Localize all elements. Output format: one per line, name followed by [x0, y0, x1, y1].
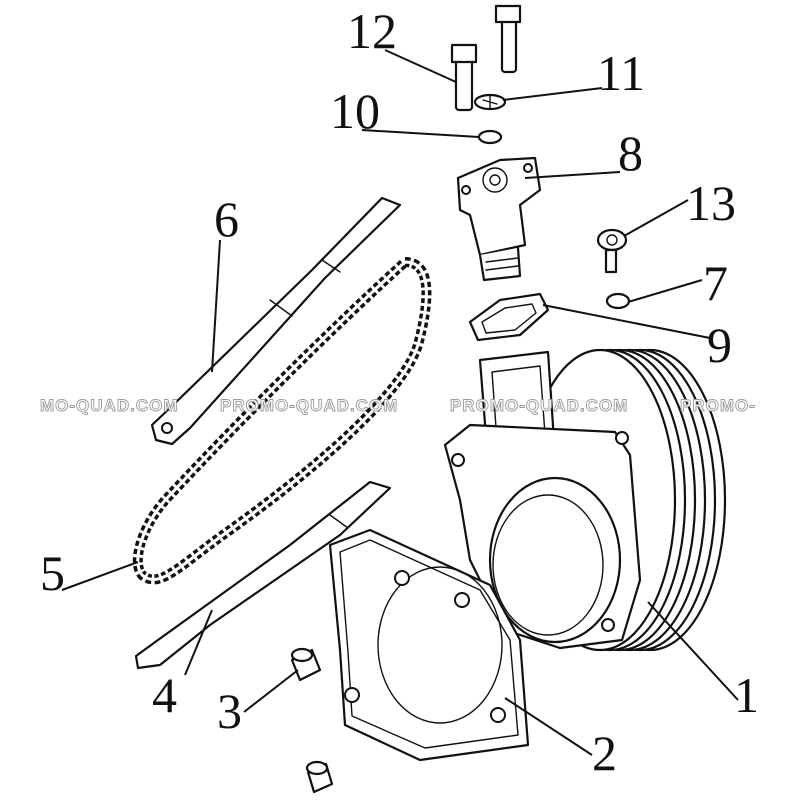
part-chain-tensioner	[456, 156, 542, 282]
part-plug-bolt	[596, 228, 628, 274]
callout-4: 4	[152, 667, 177, 723]
part-dowel-pins	[290, 647, 334, 794]
callout-5: 5	[40, 545, 65, 601]
callout-3: 3	[217, 683, 242, 739]
part-timing-chain	[132, 257, 432, 585]
leader-2	[504, 697, 593, 756]
part-bolts	[450, 4, 522, 112]
callout-9: 9	[707, 317, 732, 373]
callout-8: 8	[618, 125, 643, 181]
leader-5	[61, 561, 139, 591]
watermark-2: PROMO-QUAD.COM	[220, 396, 398, 415]
watermark-1: MO-QUAD.COM	[40, 396, 178, 415]
callout-12: 12	[347, 3, 397, 59]
leader-7	[627, 279, 703, 303]
part-washer	[605, 292, 631, 310]
callout-6: 6	[214, 191, 239, 247]
callout-1: 1	[734, 667, 759, 723]
leader-1	[647, 601, 739, 701]
leader-6	[211, 239, 221, 373]
callout-10: 10	[330, 83, 380, 139]
part-o-ring	[477, 129, 503, 145]
leader-lines	[61, 49, 739, 756]
part-cylinder-gasket	[328, 528, 530, 762]
part-tensioner-screw	[473, 93, 507, 111]
leader-9	[542, 304, 711, 339]
leader-8	[524, 171, 621, 179]
leader-11	[502, 87, 603, 101]
callout-2: 2	[592, 725, 617, 781]
watermark-4: PROMO-	[680, 396, 756, 415]
leader-10	[361, 129, 480, 138]
leader-4	[184, 609, 213, 676]
leader-3	[243, 669, 299, 713]
watermark-3: PROMO-QUAD.COM	[450, 396, 628, 415]
leader-12	[384, 49, 457, 83]
callout-11: 11	[597, 45, 645, 101]
part-lower-chain-guide	[134, 480, 392, 670]
part-tensioner-gasket	[468, 292, 550, 342]
callout-13: 13	[686, 175, 736, 231]
callout-7: 7	[703, 255, 728, 311]
part-upper-chain-guide	[150, 196, 402, 446]
leader-13	[623, 199, 689, 237]
